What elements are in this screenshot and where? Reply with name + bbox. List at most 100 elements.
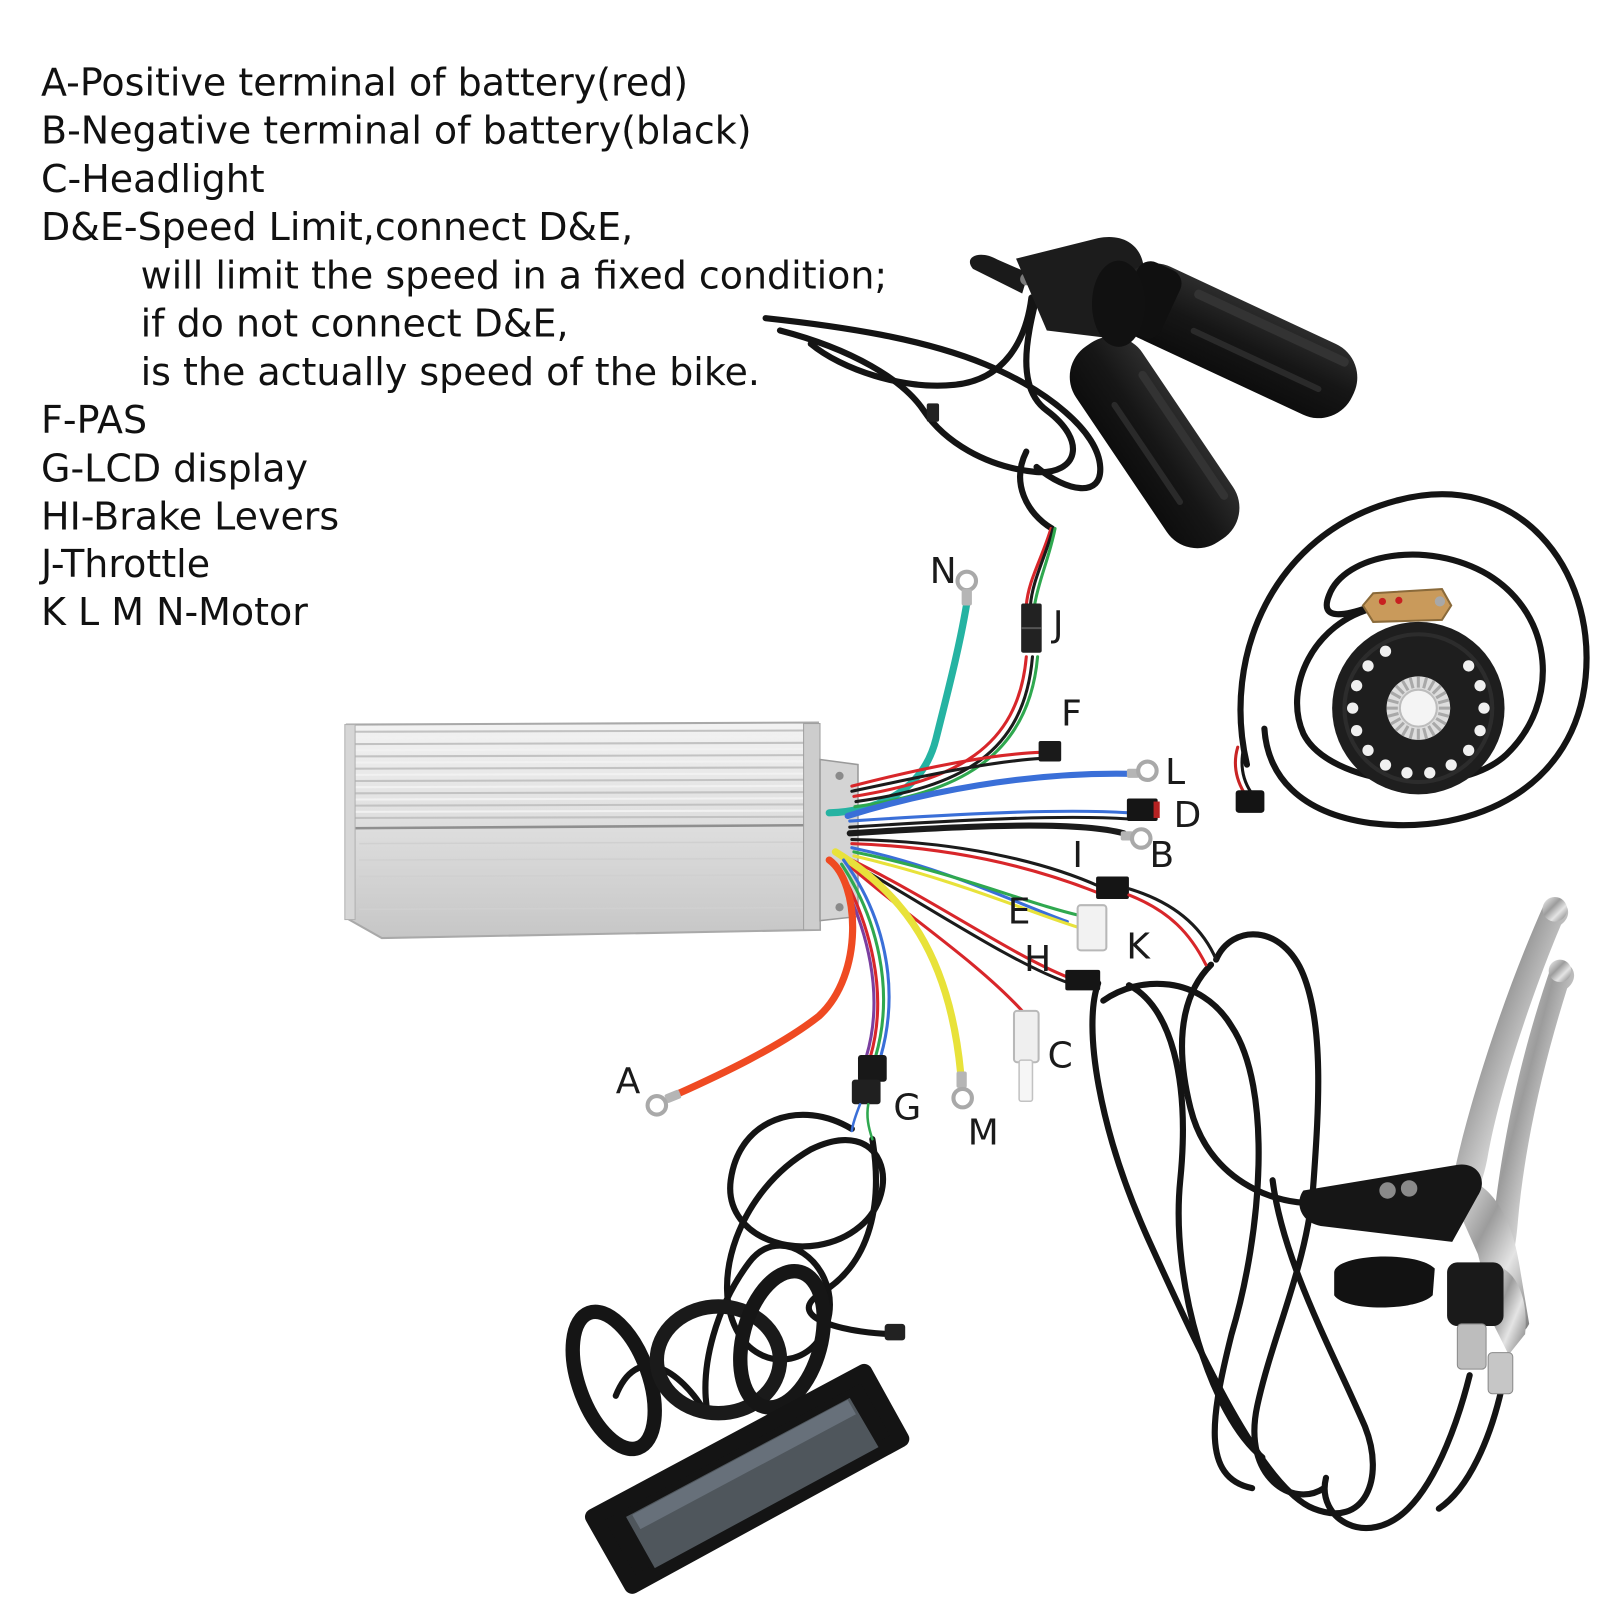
wire-motor-k-yellow (852, 854, 1085, 931)
controller-panel-line (359, 841, 804, 845)
brake-mount-screw (1400, 1180, 1418, 1197)
label-c: C (1048, 1035, 1073, 1076)
controller-rib (355, 747, 804, 752)
wire-throttle-red (1024, 527, 1053, 608)
wire-motor-k-green (852, 850, 1082, 917)
legend-line: D&E-Speed Limit,connect D&E, (41, 205, 633, 249)
pas-magnet-dot (1347, 702, 1359, 714)
legend-line: HI-Brake Levers (41, 495, 339, 539)
wire-brake-h-red (850, 858, 1069, 979)
wire-display-blue (842, 858, 891, 1059)
pas-magnet-dot (1362, 660, 1374, 672)
controller-lower-lines (359, 841, 804, 911)
pas-bracket-screw (1434, 596, 1446, 607)
pas-gear-tooth (1427, 725, 1436, 737)
controller-panel-line (359, 874, 804, 878)
pas-gear-tooth (1427, 679, 1436, 692)
label-k: K (1126, 927, 1151, 968)
pas-gear-tooth (1387, 698, 1399, 705)
legend-line: will limit the speed in a fixed conditio… (141, 253, 888, 297)
connector-c-plug (1018, 1059, 1034, 1102)
controller-rib (355, 766, 804, 770)
pas-gear-tooth (1394, 721, 1405, 732)
wire-display-lead (850, 1103, 862, 1133)
controller-wires (645, 527, 1218, 1141)
brake-cable-loop (1100, 980, 1262, 1492)
lcd-mount-clamp (733, 1263, 832, 1415)
legend-line: if do not connect D&E, (141, 302, 569, 346)
lcd-mount-clamp (565, 1304, 662, 1457)
pas-magnet-dot (1474, 680, 1486, 692)
pas-gear-tooth (1408, 727, 1415, 740)
pas-gear-tooth (1422, 727, 1429, 740)
controller-rib (355, 778, 804, 783)
wire-speed-limit-blue (848, 809, 1131, 823)
brake-clamp (1334, 1256, 1435, 1308)
legend-line: A-Positive terminal of battery(red) (41, 60, 688, 104)
pas-magnet-dot (1401, 767, 1413, 779)
label-f: F (1061, 694, 1082, 735)
flange-hole (835, 903, 844, 912)
brake-cables (1089, 931, 1504, 1532)
crimp-n (961, 589, 972, 606)
pas-magnet-dot (1379, 759, 1392, 771)
controller-rib (355, 809, 804, 813)
connector-g (857, 1055, 887, 1082)
pas-cable-inner-loop (1293, 551, 1546, 785)
ring-terminal-l (1136, 759, 1159, 783)
pas-magnet-dot (1350, 724, 1363, 737)
brake-lever-tip (1548, 959, 1572, 983)
grip-highlight (1138, 370, 1229, 500)
pas-gear-tooth (1390, 717, 1402, 726)
crimp-b (1120, 831, 1134, 841)
brake-levers (1299, 896, 1575, 1395)
lcd-mount-clamp (649, 1299, 788, 1421)
label-a: A (616, 1061, 641, 1102)
wire-pas-black (850, 756, 1043, 793)
throttle-cable-loop (807, 294, 1035, 389)
controller-panel-line (359, 890, 804, 894)
pas-gear-tooth (1390, 690, 1402, 700)
brake-lever-mount (1299, 1164, 1482, 1242)
pas-gear-tooth (1437, 711, 1450, 718)
pas-magnet-dot (1362, 744, 1374, 757)
throttle-thumb-grip (1069, 336, 1240, 549)
wire-throttle-red (852, 655, 1028, 798)
pas-gear-tooth (1431, 721, 1442, 732)
pas-gear-tooth (1435, 717, 1447, 726)
throttle-long-grip (1116, 261, 1358, 419)
brake-lever-front (1447, 900, 1569, 1213)
pas-gear-tooth (1437, 698, 1450, 705)
wire-speed-limit-black (848, 815, 1131, 829)
throttle-cable-loop (762, 315, 1104, 492)
throttle-cable-loop (776, 294, 1076, 476)
ring-terminal-a (645, 1094, 669, 1117)
crimp-m (956, 1071, 967, 1088)
pas-connector (1235, 790, 1265, 813)
connector-d (1126, 798, 1158, 822)
brake-cable-loop (1125, 982, 1266, 1461)
flange-hole (835, 771, 844, 780)
wire-throttle-black (1028, 527, 1055, 608)
grip-rib (1111, 401, 1184, 506)
wire-battery-negative (846, 822, 1127, 837)
label-i: I (1072, 835, 1083, 876)
pas-gear-tooth (1431, 684, 1442, 695)
pas-magnet-dots (1347, 645, 1490, 779)
pas-gear-tooth (1422, 677, 1429, 689)
brake-mount-screw (1379, 1182, 1396, 1199)
pas-gear-tooth (1408, 677, 1415, 689)
pas-gear-tooth (1401, 725, 1410, 737)
throttle-mount-bracket (969, 254, 1029, 294)
wire-throttle-green (1032, 527, 1057, 608)
label-b: B (1149, 835, 1174, 876)
label-g: G (893, 1088, 921, 1129)
controller-rib (355, 741, 804, 746)
pas-gear-teeth (1386, 676, 1451, 740)
wire-brake-i-red (1127, 893, 1208, 967)
pas-hub-center (1398, 688, 1438, 728)
connector-f (1038, 740, 1062, 762)
brake-lever-tip (1542, 896, 1568, 922)
controller-rib (355, 760, 804, 764)
